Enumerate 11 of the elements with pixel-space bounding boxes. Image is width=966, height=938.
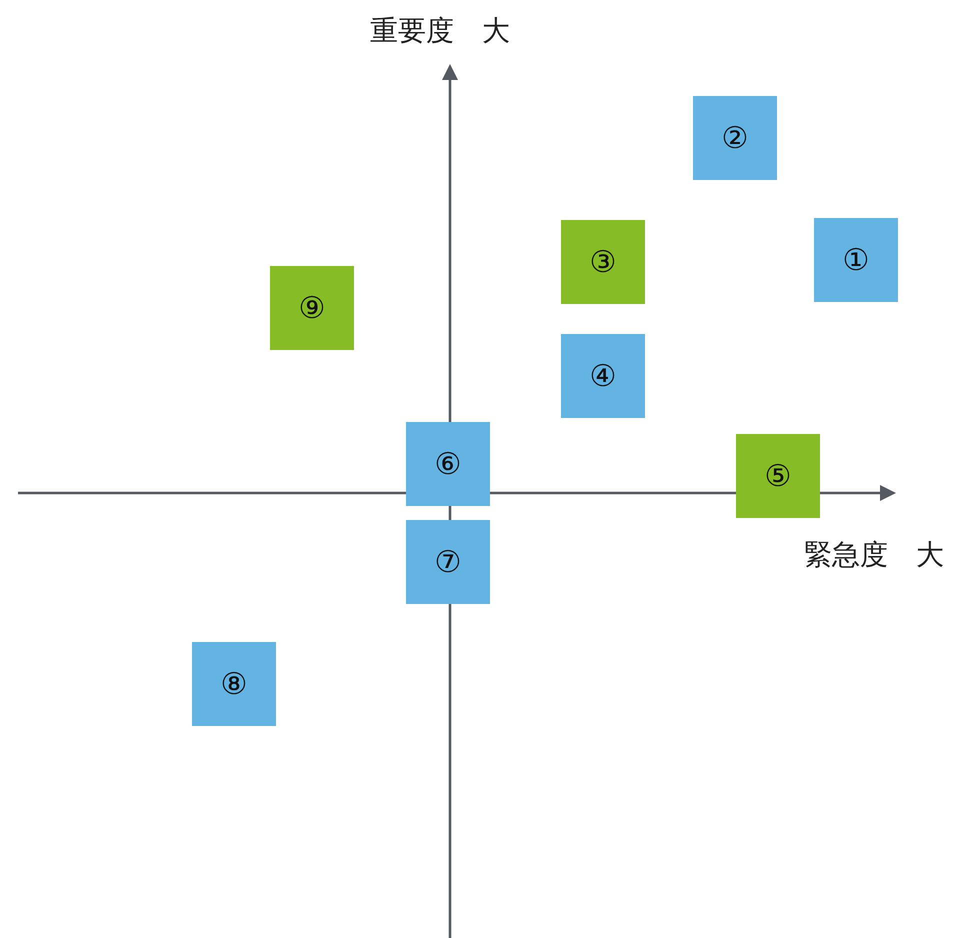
item-square: ④ <box>561 334 645 418</box>
item-square: ③ <box>561 220 645 304</box>
item-square: ⑥ <box>406 422 490 506</box>
item-square: ② <box>693 96 777 180</box>
item-square: ⑧ <box>192 642 276 726</box>
item-square: ① <box>814 218 898 302</box>
horizontal-axis-label: 緊急度 大 <box>804 537 944 573</box>
vertical-axis-label: 重要度 大 <box>370 13 510 49</box>
item-square: ⑨ <box>270 266 354 350</box>
item-square: ⑤ <box>736 434 820 518</box>
item-square: ⑦ <box>406 520 490 604</box>
